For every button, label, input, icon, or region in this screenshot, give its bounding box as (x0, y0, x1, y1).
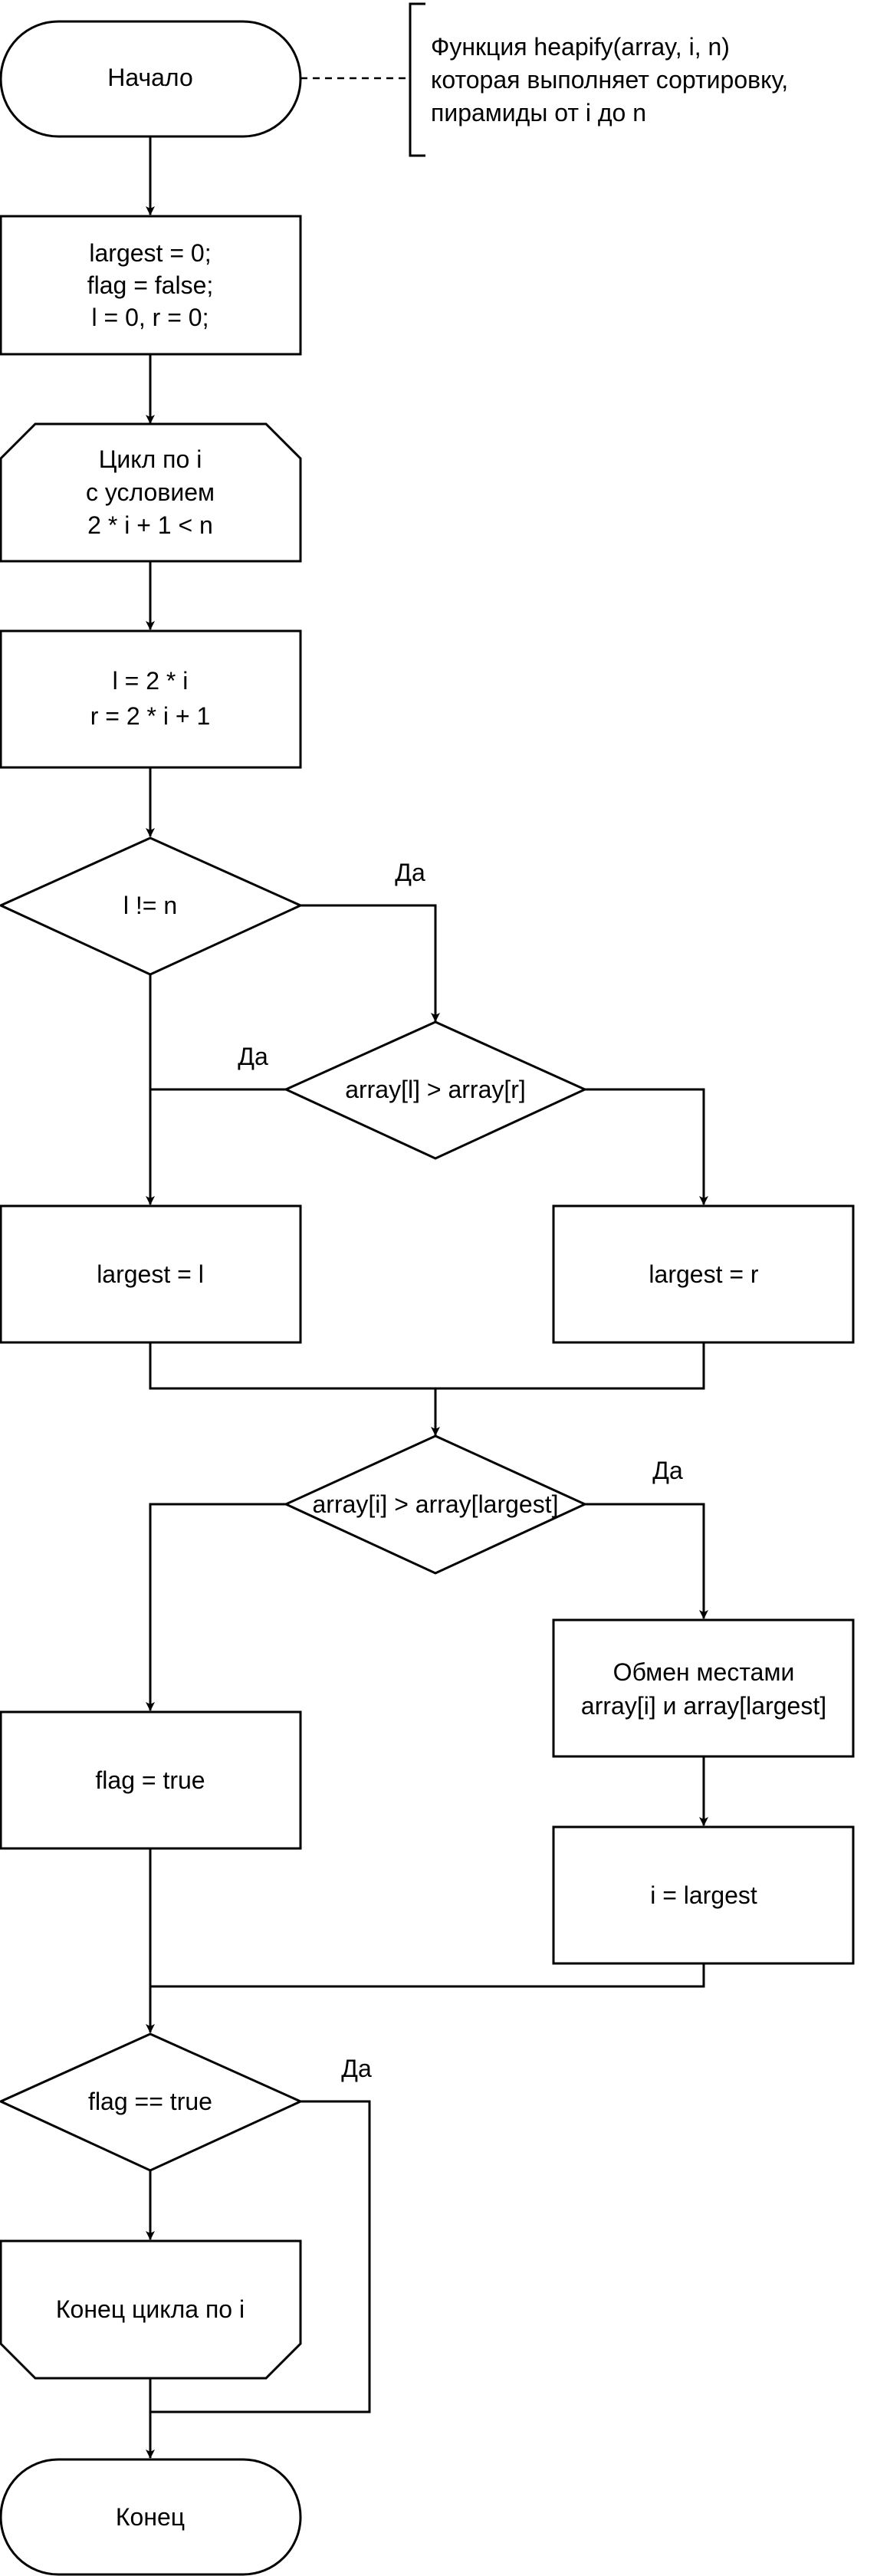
function-note: Функция heapify(array, i, n) которая вып… (431, 33, 788, 127)
edge-cond1-yes (300, 904, 440, 1022)
loop-start-line-3: 2 * i + 1 < n (87, 511, 213, 539)
largest-l-label: largest = l (97, 1260, 204, 1288)
loop-start-line-1: Цикл по i (99, 445, 202, 473)
loop-end: Конец цикла по i (0, 2239, 302, 2380)
assign-lr-line-2: r = 2 * i + 1 (90, 702, 211, 730)
decision-i-gt-largest: array[i] > array[largest] (283, 1434, 588, 1575)
note-bracket (409, 2, 425, 157)
swap-line-2: array[i] и array[largest] (581, 1692, 826, 1720)
edge-cond3-yes (585, 1503, 708, 1619)
edge-label-yes-2: Да (238, 1043, 268, 1070)
init-line-2: flag = false; (87, 271, 214, 299)
i-largest-process: i = largest (552, 1825, 855, 1965)
init-line-3: l = 0, r = 0; (92, 304, 209, 331)
decision-l-ne-n: l != n (0, 836, 304, 976)
loop-start: Цикл по i с условием 2 * i + 1 < n (0, 422, 302, 563)
largest-r-process: largest = r (552, 1204, 855, 1344)
edge-ilargest-merge (150, 1963, 705, 1988)
flag-true-label: flag = true (95, 1766, 205, 1794)
swap-line-1: Обмен местами (613, 1658, 795, 1686)
edge-label-yes-3: Да (652, 1457, 683, 1484)
start-node: Начало (0, 20, 302, 138)
decision-l-ne-n-label: l != n (123, 892, 177, 919)
flag-true-process: flag = true (0, 1710, 302, 1850)
largest-l-process: largest = l (0, 1204, 302, 1344)
i-largest-label: i = largest (650, 1881, 757, 1909)
edge-label-yes-1: Да (395, 859, 425, 886)
init-line-1: largest = 0; (89, 239, 211, 267)
decision-flag-label: flag == true (88, 2088, 212, 2115)
note-line-3: пирамиды от i до n (431, 99, 646, 127)
loop-end-label: Конец цикла по i (56, 2295, 245, 2323)
decision-i-gt-largest-label: array[i] > array[largest] (313, 1490, 559, 1518)
decision-l-gt-r-label: array[l] > array[r] (345, 1076, 526, 1103)
decision-flag: flag == true (0, 2032, 304, 2172)
note-line-2: которая выполняет сортировку, (431, 66, 788, 94)
edges (146, 2, 708, 2459)
edge-cond4-yes (150, 2100, 371, 2413)
end-node: Конец (0, 2458, 302, 2576)
edge-labels: Да Да Да Да (238, 859, 683, 2082)
decision-l-gt-r: array[l] > array[r] (283, 1020, 588, 1160)
edge-label-yes-4: Да (341, 2055, 372, 2082)
edge-largest-l-merge (149, 1342, 705, 1390)
loop-start-line-2: с условием (86, 478, 215, 506)
swap-process: Обмен местами array[i] и array[largest] (552, 1618, 855, 1758)
largest-r-label: largest = r (649, 1260, 759, 1288)
start-label: Начало (107, 64, 193, 91)
init-process: largest = 0; flag = false; l = 0, r = 0; (0, 215, 302, 356)
assign-lr-line-1: l = 2 * i (113, 667, 189, 695)
edge-cond2-no (585, 1088, 708, 1205)
end-label: Конец (116, 2503, 185, 2531)
edge-cond3-no (146, 1503, 286, 1711)
assign-lr-process: l = 2 * i r = 2 * i + 1 (0, 629, 302, 769)
note-line-1: Функция heapify(array, i, n) (431, 33, 730, 61)
